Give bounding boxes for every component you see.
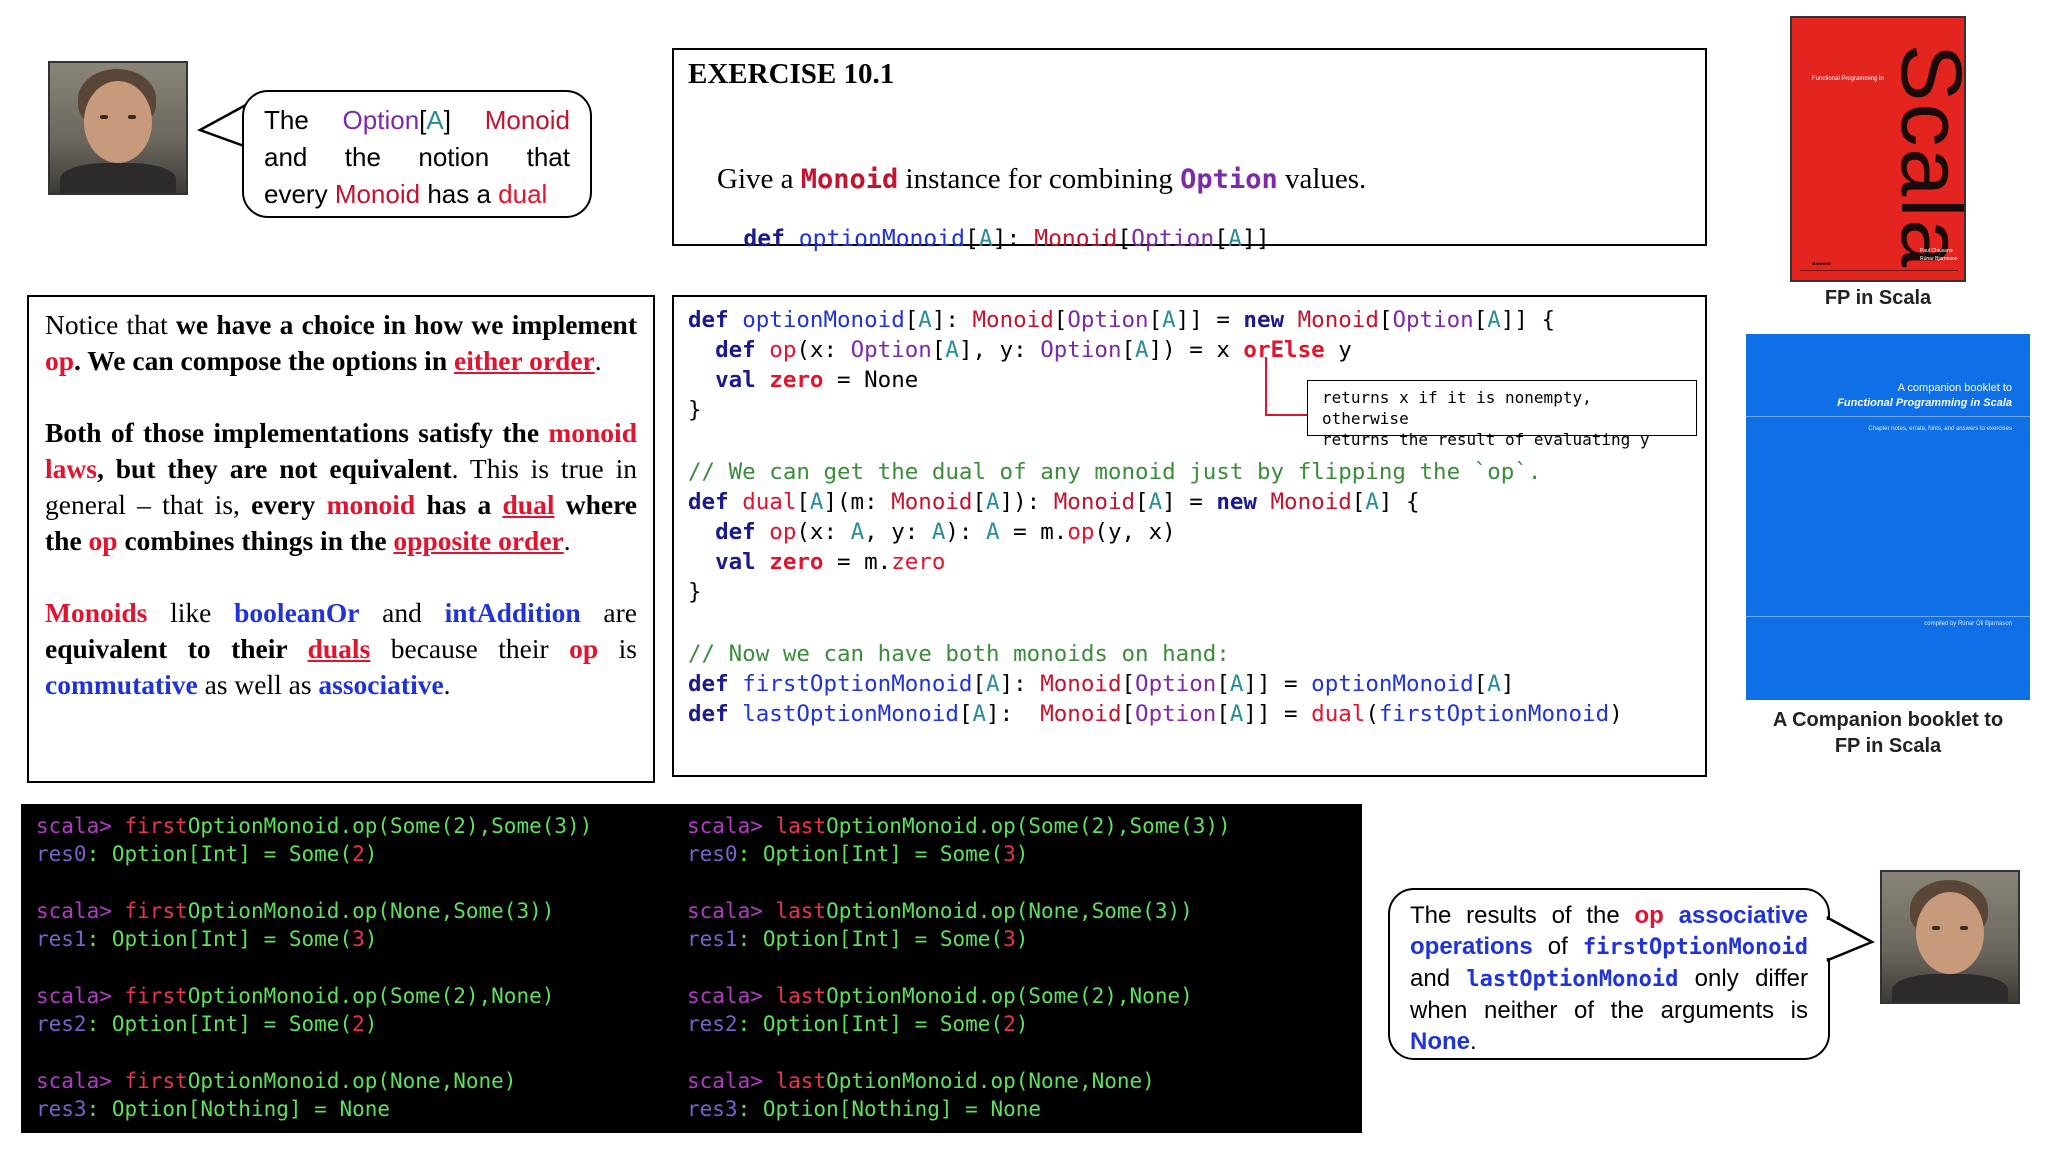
code-comment-dual: // We can get the dual of any monoid jus…: [688, 459, 1542, 485]
notes-panel: Notice that we have a choice in how we i…: [27, 295, 655, 783]
repl-left-output-1: res1: Option[Int] = Some(3): [36, 927, 378, 951]
code-panel: def optionMonoid[A]: Monoid[Option[A]] =…: [672, 295, 1707, 777]
code-line-dual: def dual[A](m: Monoid[A]): Monoid[A] = n…: [688, 489, 1420, 515]
book-cover-author-1: Paul Chiusano: [1920, 248, 1953, 254]
code-line-4: }: [688, 397, 702, 423]
repl-right-output-0: res0: Option[Int] = Some(3): [687, 842, 1029, 866]
speech-bubble-bottom: The results of the op associative operat…: [1388, 888, 1830, 1060]
notes-paragraph-1: Notice that we have a choice in how we i…: [45, 309, 637, 376]
code-line-3: val zero = None: [715, 367, 919, 393]
book-cover-series: Functional Programming in: [1812, 76, 1884, 82]
author-avatar-bottom: [1880, 870, 2020, 1004]
book-caption-fp-in-scala: FP in Scala: [1824, 287, 1932, 309]
tooltip-line-2: returns the result of evaluating y: [1322, 430, 1650, 449]
repl-right-input-0: scala> lastOptionMonoid.op(Some(2),Some(…: [687, 814, 1231, 838]
repl-right-output-3: res3: Option[Nothing] = None: [687, 1097, 1042, 1121]
author-avatar-top: [48, 61, 188, 195]
repl-panel: scala> firstOptionMonoid.op(Some(2),Some…: [21, 804, 1362, 1133]
book-cover-rule: [1800, 270, 1958, 271]
book-caption-companion-2: FP in Scala: [1834, 735, 1942, 757]
repl-left-output-3: res3: Option[Nothing] = None: [36, 1097, 391, 1121]
book-cover-word: Scala: [1883, 44, 1966, 270]
orelse-tooltip: returns x if it is nonempty, otherwise r…: [1307, 380, 1697, 449]
repl-right-column: scala> lastOptionMonoid.op(Some(2),Some(…: [687, 812, 1357, 1132]
exercise-text: Give a Monoid instance for combining Opt…: [717, 163, 1367, 195]
speech-bubble-top-tail: [196, 103, 246, 148]
repl-right-input-1: scala> lastOptionMonoid.op(None,Some(3)): [687, 899, 1193, 923]
companion-cover-subtitle: Chapter notes, errata, hints, and answer…: [1868, 426, 2012, 432]
repl-right-input-2: scala> lastOptionMonoid.op(Some(2),None): [687, 984, 1193, 1008]
repl-left-input-2: scala> firstOptionMonoid.op(Some(2),None…: [36, 984, 555, 1008]
notes-paragraph-3: Monoids like booleanOr and intAddition a…: [45, 597, 638, 700]
book-caption-companion-1: A Companion booklet to: [1772, 709, 2004, 731]
book-cover-companion: A companion booklet to Functional Progra…: [1746, 334, 2030, 700]
companion-cover-rule-top: [1746, 416, 2030, 417]
companion-cover-title-2: Functional Programming in Scala: [1837, 397, 2012, 409]
code-line-last: def lastOptionMonoid[A]: Monoid[Option[A…: [688, 701, 1623, 727]
companion-cover-rule-bottom: [1746, 616, 2030, 617]
exercise-title: EXERCISE 10.1: [688, 58, 895, 90]
book-cover-author-2: Rúnar Bjarnason: [1920, 256, 1958, 262]
repl-left-input-3: scala> firstOptionMonoid.op(None,None): [36, 1069, 517, 1093]
code-line-close-2: }: [688, 579, 702, 605]
repl-left-input-1: scala> firstOptionMonoid.op(None,Some(3)…: [36, 899, 555, 923]
repl-right-output-1: res1: Option[Int] = Some(3): [687, 927, 1029, 951]
repl-right-input-3: scala> lastOptionMonoid.op(None,None): [687, 1069, 1155, 1093]
code-line-first: def firstOptionMonoid[A]: Monoid[Option[…: [688, 671, 1515, 697]
repl-left-input-0: scala> firstOptionMonoid.op(Some(2),Some…: [36, 814, 593, 838]
book-cover-fp-in-scala: Functional Programming in Scala Paul Chi…: [1790, 16, 1966, 282]
book-cover-publisher: MANNING: [1812, 261, 1832, 266]
companion-cover-title-1: A companion booklet to: [1897, 382, 2012, 394]
tooltip-line-1: returns x if it is nonempty, otherwise: [1322, 388, 1592, 428]
companion-cover-compiled: compiled by Rúnar Óli Bjarnason: [1924, 621, 2012, 627]
repl-left-output-2: res2: Option[Int] = Some(2): [36, 1012, 378, 1036]
code-line-1: def optionMonoid[A]: Monoid[Option[A]] =…: [688, 307, 1555, 333]
repl-left-column: scala> firstOptionMonoid.op(Some(2),Some…: [36, 812, 676, 1132]
exercise-box: EXERCISE 10.1 Give a Monoid instance for…: [672, 48, 1707, 252]
notes-paragraph-2: Both of those implementations satisfy th…: [45, 417, 638, 556]
exercise-code: def optionMonoid[A]: Monoid[Option[A]]: [743, 226, 1270, 252]
repl-left-output-0: res0: Option[Int] = Some(2): [36, 842, 378, 866]
code-line-dual-zero: val zero = m.zero: [715, 549, 946, 575]
code-line-2: def op(x: Option[A], y: Option[A]) = x o…: [715, 337, 1352, 363]
speech-bubble-bottom-tail: [1826, 915, 1875, 962]
code-line-dual-op: def op(x: A, y: A): A = m.op(y, x): [715, 519, 1176, 545]
code-comment-both: // Now we can have both monoids on hand:: [688, 641, 1230, 667]
repl-right-output-2: res2: Option[Int] = Some(2): [687, 1012, 1029, 1036]
